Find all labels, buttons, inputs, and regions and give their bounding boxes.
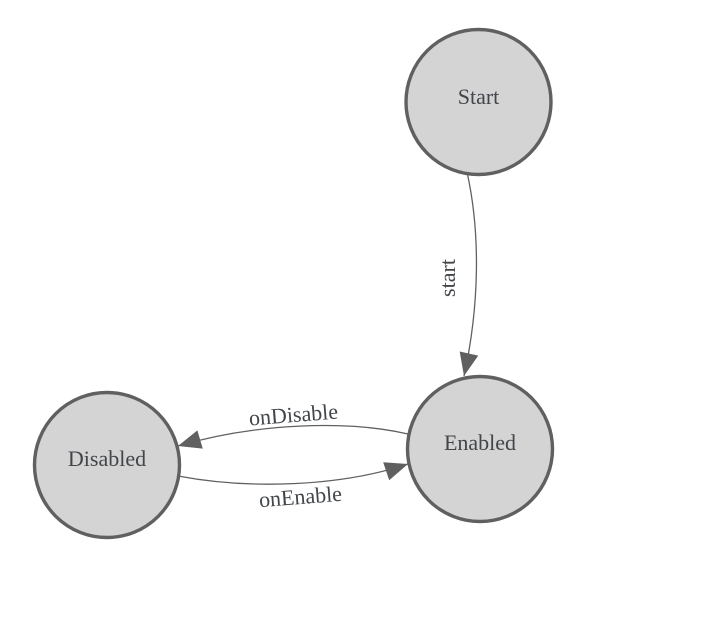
edge-label-start: start [435,259,460,297]
state-node-enabled: Enabled [405,374,555,524]
state-node-start-circle [404,27,553,177]
edges-layer [177,171,479,485]
edge-start-to-enabled [459,171,479,377]
state-node-disabled-circle [32,390,182,540]
state-node-disabled-label: Disabled [68,446,146,471]
edge-enabled-to-disabled [177,424,409,449]
state-node-enabled-circle [405,374,555,524]
edge-disabled-to-enabled [177,462,409,485]
state-node-disabled: Disabled [32,390,182,540]
state-node-enabled-label: Enabled [444,430,516,455]
nodes-layer: Start Enabled Disabled [32,27,555,540]
state-node-start: Start [404,27,553,177]
edge-label-onenable: onEnable [258,481,343,512]
state-node-start-label: Start [458,84,500,109]
